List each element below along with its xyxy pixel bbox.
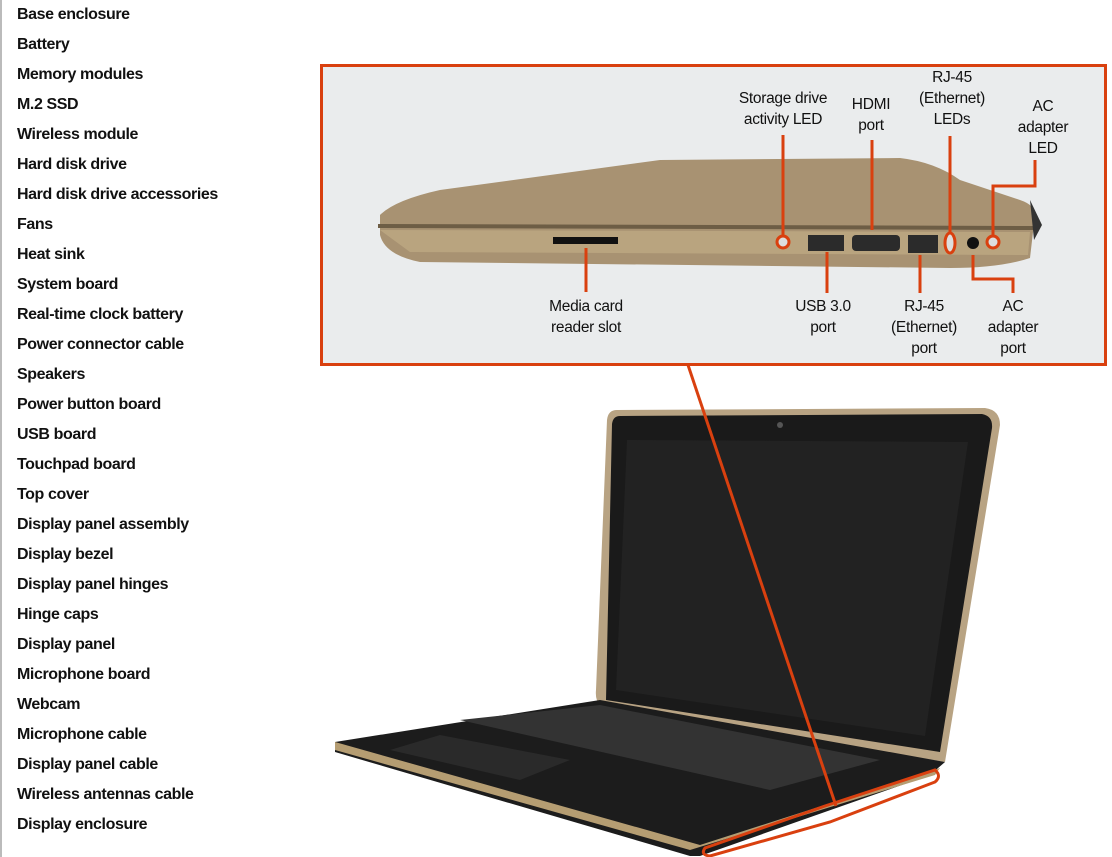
component-link[interactable]: Memory modules [17, 66, 143, 83]
component-link[interactable]: Power connector cable [17, 336, 184, 353]
component-link[interactable]: Wireless antennas cable [17, 786, 194, 803]
label-line: HDMI [851, 96, 891, 113]
component-link[interactable]: Hinge caps [17, 606, 99, 623]
component-link[interactable]: Touchpad board [17, 456, 136, 473]
callout-pointer-lines [584, 135, 1037, 293]
component-link[interactable]: USB board [17, 426, 97, 443]
label-line: reader slot [551, 319, 621, 336]
label-line: (Ethernet) [919, 90, 985, 107]
component-link[interactable]: Display panel [17, 636, 115, 653]
component-link[interactable]: Speakers [17, 366, 85, 383]
component-link[interactable]: Hard disk drive accessories [17, 186, 218, 203]
callout-connector-line [685, 361, 838, 807]
component-link[interactable]: M.2 SSD [17, 96, 79, 113]
label-line: adapter [987, 319, 1039, 336]
callout-label-hdmi: HDMI port [851, 94, 891, 136]
callout-label-rj45-leds: RJ-45 (Ethernet) LEDs [919, 67, 985, 130]
callout-label-usb: USB 3.0 port [795, 296, 851, 338]
component-link[interactable]: Display panel cable [17, 756, 158, 773]
component-link[interactable]: Microphone cable [17, 726, 147, 743]
label-line: LEDs [933, 111, 971, 128]
label-line: AC [1002, 298, 1024, 315]
label-line: RJ-45 [932, 69, 972, 86]
laptop-image [335, 408, 1000, 857]
component-link[interactable]: Power button board [17, 396, 161, 413]
laptop-side-view [378, 158, 1042, 268]
label-line: Storage drive [738, 90, 828, 107]
component-link[interactable]: Top cover [17, 486, 89, 503]
component-link[interactable]: Hard disk drive [17, 156, 127, 173]
component-link[interactable]: Display panel hinges [17, 576, 169, 593]
component-link[interactable]: Real-time clock battery [17, 306, 183, 323]
label-line: Media card [549, 298, 623, 315]
label-line: LED [1028, 140, 1058, 157]
label-line: port [810, 319, 836, 336]
callout-label-rj45-port: RJ-45 (Ethernet) port [891, 296, 957, 359]
component-link[interactable]: Battery [17, 36, 70, 53]
label-line: RJ-45 [904, 298, 944, 315]
component-link[interactable]: System board [17, 276, 119, 293]
component-link[interactable]: Base enclosure [17, 6, 130, 23]
component-link[interactable]: Fans [17, 216, 53, 233]
component-link[interactable]: Display enclosure [17, 816, 148, 833]
label-line: port [1000, 340, 1026, 357]
label-line: activity LED [743, 111, 823, 128]
label-line: USB 3.0 [795, 298, 851, 315]
component-link[interactable]: Webcam [17, 696, 81, 713]
label-line: port [911, 340, 937, 357]
component-link[interactable]: Heat sink [17, 246, 85, 263]
label-line: (Ethernet) [891, 319, 957, 336]
component-link[interactable]: Wireless module [17, 126, 139, 143]
callout-label-storage-led: Storage drive activity LED [738, 88, 828, 130]
label-line: AC [1032, 98, 1054, 115]
component-link[interactable]: Display bezel [17, 546, 114, 563]
callout-label-ac-port: AC adapter port [987, 296, 1039, 359]
component-link[interactable]: Display panel assembly [17, 516, 189, 533]
label-line: port [858, 117, 884, 134]
component-link[interactable]: Microphone board [17, 666, 151, 683]
label-line: adapter [1017, 119, 1069, 136]
callout-label-media-card: Media card reader slot [549, 296, 623, 338]
